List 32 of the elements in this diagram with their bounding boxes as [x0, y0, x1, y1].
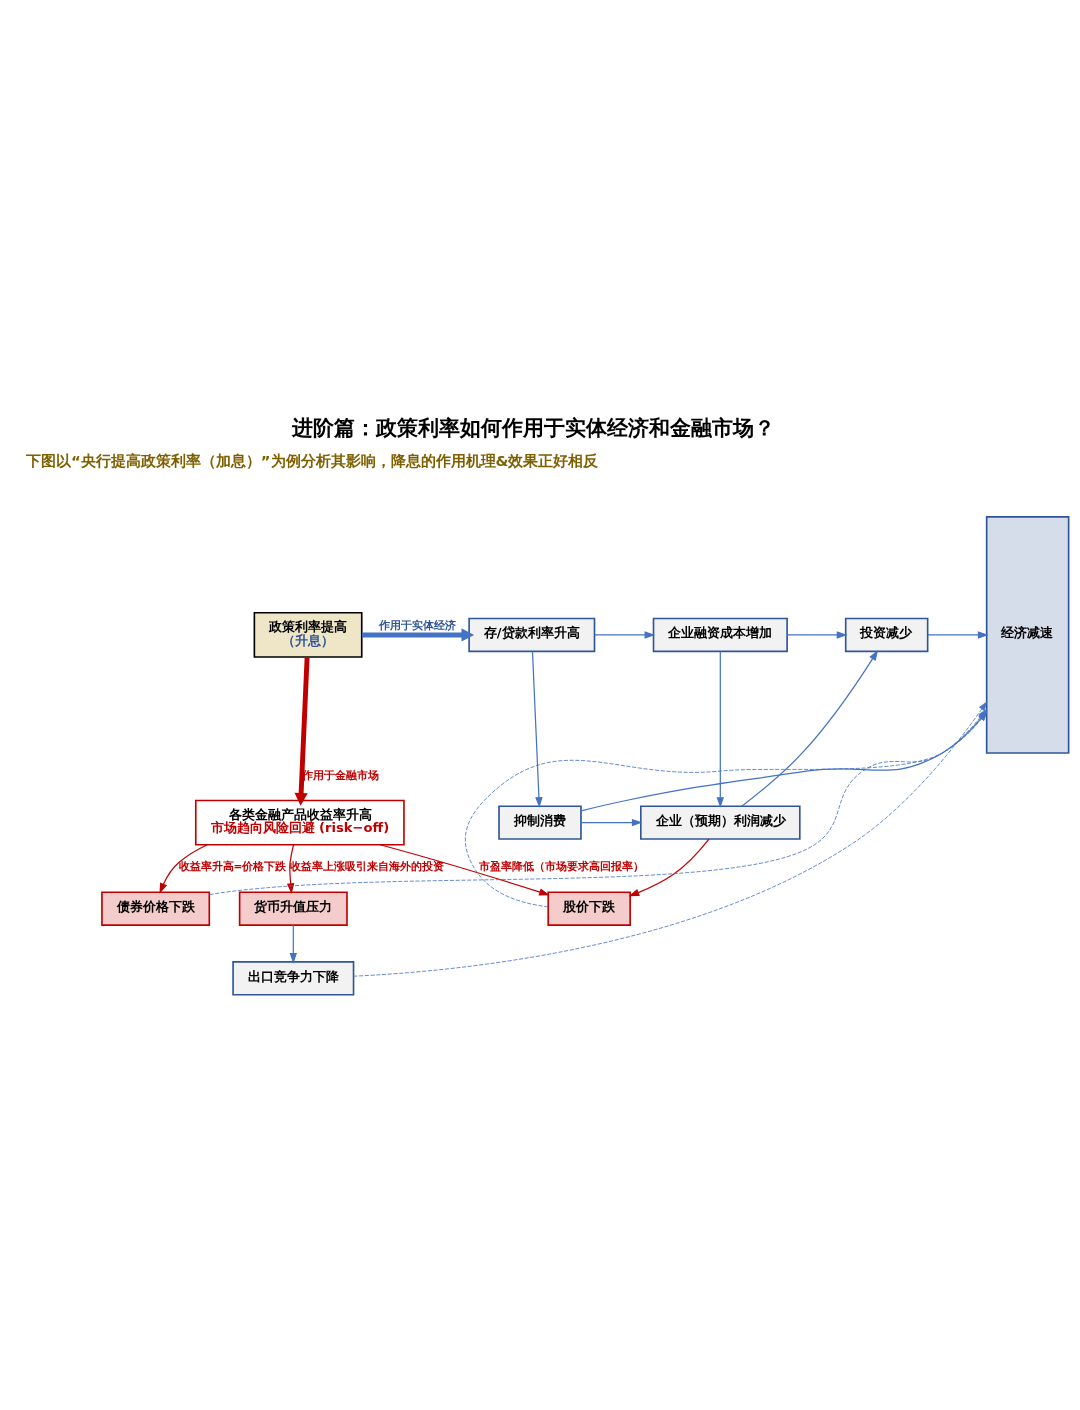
label: 下图以“央行提高政策利率（加息）”为例分析其影响，降息的作用机理&效果正好相反	[26, 451, 599, 469]
node-box: 经济减速	[985, 516, 1070, 754]
edge-label: 市盈率降低（市场要求高回报率）	[479, 860, 645, 874]
node-box: 投资减少	[844, 617, 929, 653]
arrow	[716, 651, 725, 808]
arrow	[159, 844, 208, 894]
node-box: 债券价格下跌	[101, 891, 211, 926]
arrow	[531, 651, 543, 808]
arrow	[361, 628, 475, 642]
node-box: 货币升值压力	[238, 891, 348, 926]
arrow	[786, 631, 848, 639]
node-box: 企业融资成本增加	[652, 617, 788, 653]
arrow	[741, 649, 879, 807]
diagram-title: 进阶篇：政策利率如何作用于实体经济和金融市场？	[292, 414, 776, 440]
arrow	[379, 844, 550, 896]
edge-label: 收益率升高=价格下跌	[178, 860, 287, 874]
edge-label: 作用于实体经济	[378, 618, 456, 632]
node-box: 各类金融产品收益率升高 市场趋向风险回避 (risk−off)	[194, 799, 405, 846]
arrow	[286, 844, 295, 894]
node-box: 存/贷款利率升高	[468, 617, 596, 653]
arrow	[594, 631, 656, 639]
node-box: 企业（预期）利润减少	[640, 805, 801, 840]
arrow	[294, 657, 310, 806]
arrow	[927, 631, 989, 639]
arrow	[580, 818, 643, 827]
node-box: 股价下跌	[547, 891, 631, 926]
node-box: 抑制消费	[498, 805, 582, 840]
arrow	[628, 838, 710, 897]
node-box: 出口竞争力下降	[232, 961, 355, 996]
node-box: 政策利率提高 （升息）	[253, 611, 363, 658]
arrow	[289, 924, 298, 964]
edge-label: 收益率上涨吸引来自海外的投资	[290, 860, 445, 874]
